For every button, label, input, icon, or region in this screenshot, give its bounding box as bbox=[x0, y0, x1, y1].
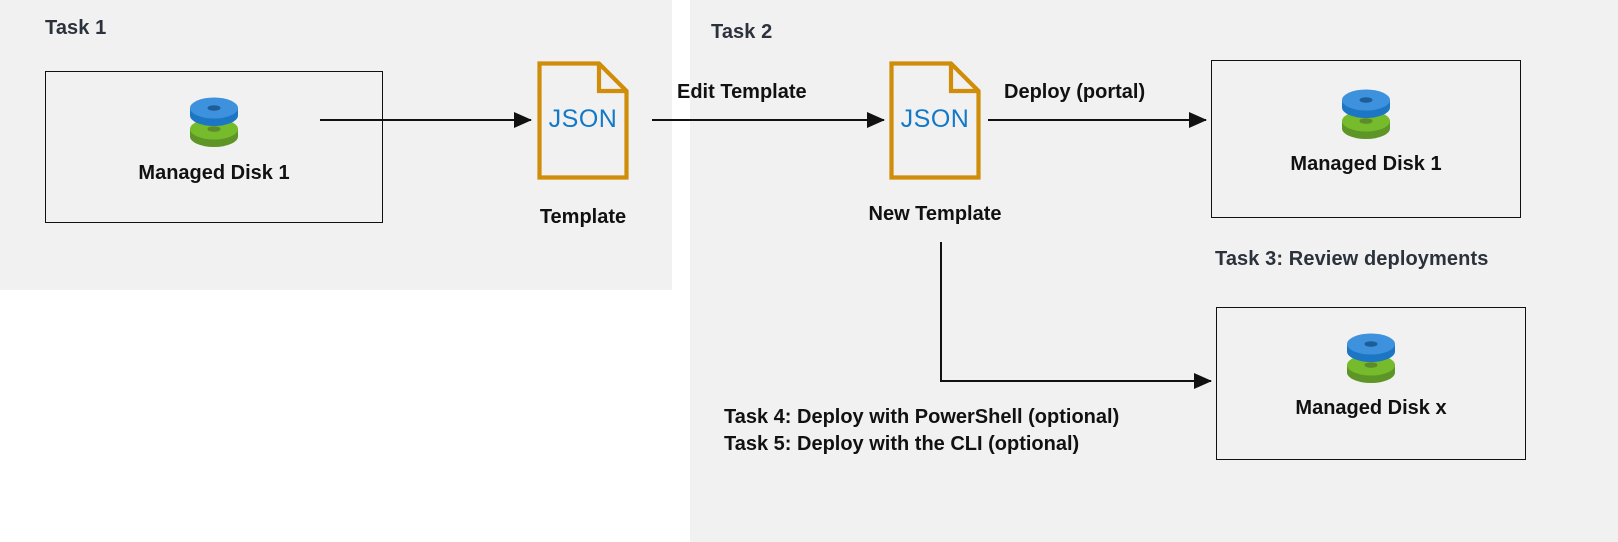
task-5-annotation: Task 5: Deploy with the CLI (optional) bbox=[724, 433, 1080, 455]
edge-label-edit-template: Edit Template bbox=[677, 81, 807, 103]
edge-label-deploy-portal: Deploy (portal) bbox=[1004, 81, 1146, 103]
task-1-title: Task 1 bbox=[45, 17, 107, 39]
task-2-title: Task 2 bbox=[711, 21, 773, 43]
managed-disk-icon bbox=[1340, 328, 1402, 393]
json-document-text: JSON bbox=[548, 105, 618, 133]
resource-label: Managed Disk x bbox=[1295, 397, 1447, 419]
managed-disk-icon bbox=[183, 92, 245, 157]
resource-box-managed-disk-x: Managed Disk x bbox=[1216, 307, 1526, 460]
new-template-caption: New Template bbox=[868, 203, 1002, 225]
json-document-template: JSON bbox=[537, 61, 629, 180]
task-3-annotation: Task 3: Review deployments bbox=[1215, 248, 1489, 270]
json-document-text: JSON bbox=[900, 105, 970, 133]
resource-box-managed-disk-1-source: Managed Disk 1 bbox=[45, 71, 383, 223]
resource-label: Managed Disk 1 bbox=[1290, 153, 1442, 175]
json-document-new-template: JSON bbox=[889, 61, 981, 180]
resource-box-managed-disk-1-deployed: Managed Disk 1 bbox=[1211, 60, 1521, 218]
template-caption: Template bbox=[539, 206, 627, 228]
managed-disk-icon bbox=[1335, 84, 1397, 149]
task-4-annotation: Task 4: Deploy with PowerShell (optional… bbox=[724, 406, 1120, 428]
resource-label: Managed Disk 1 bbox=[138, 162, 290, 184]
